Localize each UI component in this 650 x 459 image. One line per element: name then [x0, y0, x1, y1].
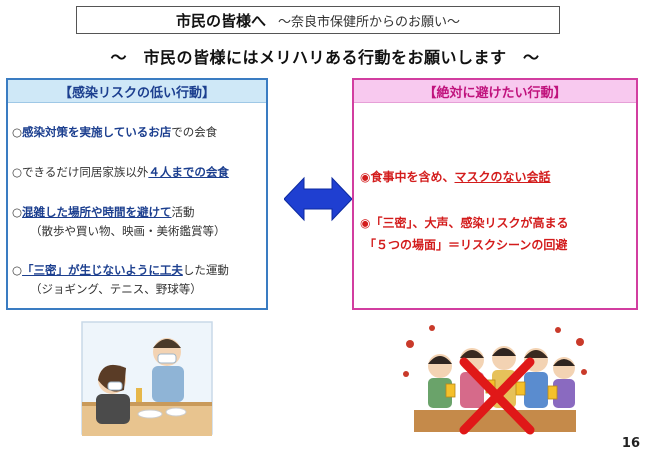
- safe-dining-illustration: [81, 321, 213, 436]
- page-number: 16: [621, 436, 640, 451]
- item-text: した運動: [182, 263, 229, 277]
- low-risk-item-3-sub: （散歩や買い物、映画・美術鑑賞等）: [30, 224, 226, 238]
- low-risk-item-1: ○感染対策を実施しているお店での会食: [12, 124, 217, 140]
- bullet: ○: [12, 263, 23, 277]
- low-risk-item-3: ○混雑した場所や時間を避けて活動: [12, 204, 195, 220]
- low-risk-header: 【感染リスクの低い行動】: [8, 80, 266, 103]
- title-sub: ～奈良市保健所からのお願い～: [278, 14, 461, 30]
- party-illustration-crossed: [403, 325, 587, 435]
- title-main: 市民の皆様へ: [175, 11, 266, 30]
- bullet: ◉: [360, 216, 371, 230]
- bullet: ○: [12, 205, 23, 219]
- avoid-panel: 【絶対に避けたい行動】 ◉食事中を含め、マスクのない会話 ◉「三密」、大声、感染…: [352, 78, 638, 310]
- title-box: 市民の皆様へ ～奈良市保健所からのお願い～: [76, 6, 560, 34]
- low-risk-panel: 【感染リスクの低い行動】 ○感染対策を実施しているお店での会食 ○できるだけ同居…: [6, 78, 268, 310]
- bullet: ○: [12, 125, 23, 139]
- avoid-item-1: ◉食事中を含め、マスクのない会話: [360, 168, 551, 185]
- avoid-item-2-line2: 「５つの場面」＝リスクシーンの回避: [364, 238, 568, 252]
- item-text: 「三密」、大声、感染リスクが高まる: [370, 216, 569, 230]
- item-emphasis: ４人までの会食: [148, 165, 229, 179]
- avoid-item-2: ◉「三密」、大声、感染リスクが高まる: [360, 214, 569, 231]
- item-emphasis: マスクのない会話: [454, 170, 551, 184]
- bullet: ◉: [360, 170, 371, 184]
- item-text: での会食: [171, 125, 218, 139]
- bullet: ○: [12, 165, 23, 179]
- avoid-header: 【絶対に避けたい行動】: [354, 80, 636, 103]
- headline: ～ 市民の皆様にはメリハリある行動をお願いします ～: [110, 48, 540, 67]
- item-emphasis: 混雑した場所や時間を避けて: [22, 205, 172, 219]
- low-risk-item-2: ○できるだけ同居家族以外４人までの会食: [12, 164, 229, 180]
- double-arrow-icon: [284, 176, 352, 222]
- item-text: 活動: [171, 205, 195, 219]
- item-emphasis: 「三密」が生じないように工夫: [22, 263, 183, 277]
- item-emphasis: 感染対策を実施しているお店: [22, 125, 172, 139]
- item-text: できるだけ同居家族以外: [22, 165, 149, 179]
- item-text: 食事中を含め、: [370, 170, 455, 184]
- low-risk-item-4: ○「三密」が生じないように工夫した運動: [12, 262, 229, 278]
- low-risk-item-4-sub: （ジョギング、テニス、野球等）: [30, 282, 202, 296]
